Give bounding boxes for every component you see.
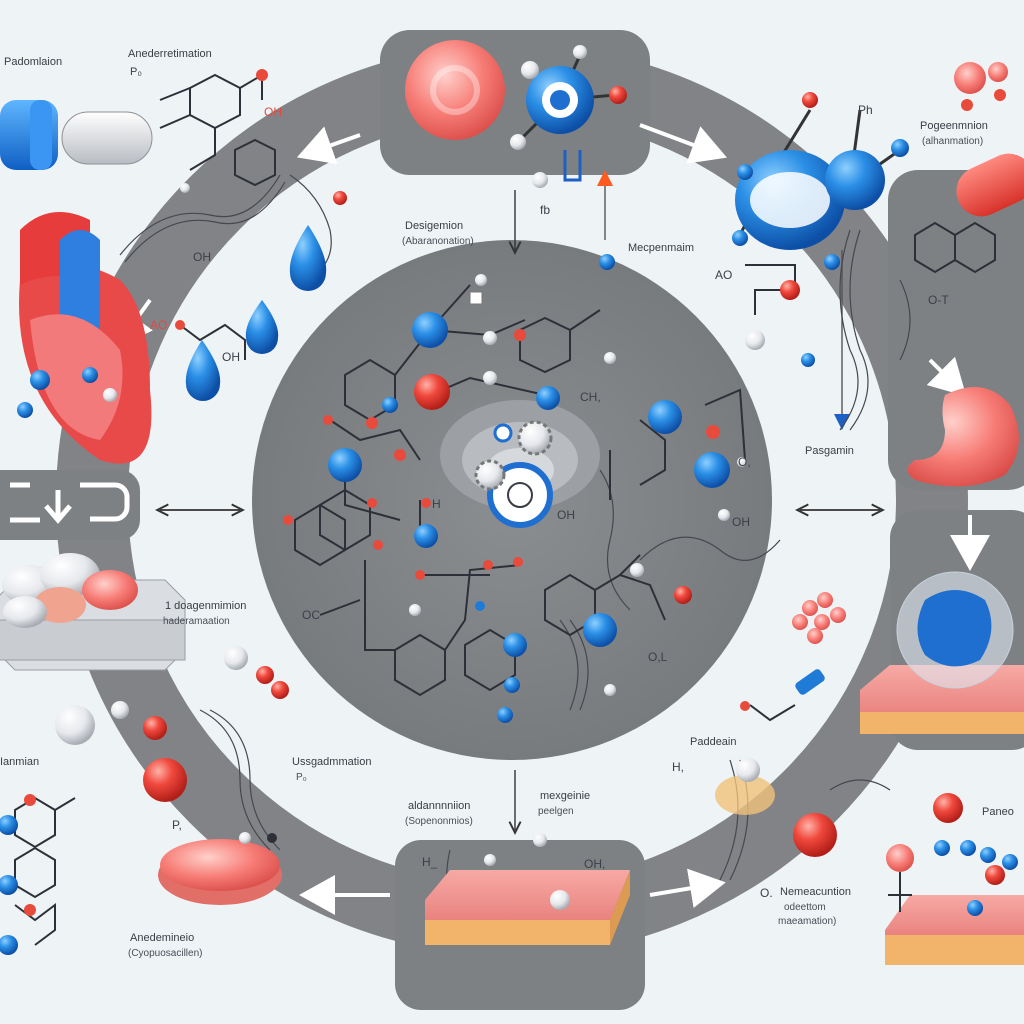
chem-oh-2: OH: [193, 250, 211, 264]
chem-p-lbl: P,: [172, 818, 182, 832]
white-capsule: [61, 111, 153, 165]
pink-tablet: [405, 40, 505, 140]
label-top-right: Pogeenmnion: [920, 120, 988, 132]
label-bottom-right-far: Paneo: [982, 806, 1014, 818]
label-bottom-left-mid: Ussgadmmation: [292, 756, 372, 768]
pill-plate: [0, 553, 186, 671]
left-loop-arrow: [10, 482, 130, 523]
central-atoms: [283, 254, 747, 723]
label-bottom-left-far: Ianmian: [0, 756, 40, 768]
label-bottom-center-left: aldannnniion: [408, 800, 471, 812]
chem-ao-1: AO: [150, 318, 168, 332]
label-top-left: Padomlaion: [4, 56, 63, 68]
heart-illustration: [17, 212, 152, 464]
chem-ot: O-T: [928, 293, 949, 307]
thin-arrows: [160, 190, 880, 830]
label-center-top-sub: (Abaranonation): [402, 236, 474, 247]
bottom-left-molecule: [14, 796, 76, 946]
red-capsule: [956, 153, 1024, 217]
label-bottom-center-right-sub: peelgen: [538, 806, 574, 817]
water-drop-3: [185, 340, 221, 401]
chem-o-1: O,: [738, 455, 751, 469]
label-bottom-right-top: Paddeain: [690, 736, 737, 748]
left-down-arrow: [44, 490, 72, 524]
chem-oh-5: OH,: [584, 857, 606, 871]
label-bottom-left-bottom-sub: (Cyopuosacillen): [128, 948, 203, 959]
top-left-molecule: [159, 73, 276, 187]
chem-h-1: H: [432, 497, 441, 511]
chem-oc: OC: [302, 608, 320, 622]
chem-h-3: H_: [422, 855, 438, 869]
label-bottom-right-mid-2: odeettom: [784, 902, 826, 913]
blue-vial: [740, 669, 825, 722]
label-left-mid-sub: haderamaation: [163, 616, 230, 627]
chem-h-2: H,: [672, 760, 684, 774]
label-bottom-left-bottom: Anedemineio: [130, 932, 195, 944]
central-gears: [440, 400, 600, 528]
chem-oh-3: OH: [222, 350, 240, 364]
label-bottom-center-left-sub: (Sopenonmios): [405, 816, 473, 827]
label-right-mid: Pasgamin: [805, 445, 854, 457]
chem-o-lbl: O.: [760, 886, 773, 900]
water-drop-2: [245, 300, 279, 354]
label-left-mid: 1 doagenmimion: [165, 600, 247, 612]
right-blue-molecule: [732, 92, 909, 367]
protein-sphere: [792, 571, 1024, 734]
chem-oh-6: O,L: [648, 650, 668, 664]
label-top-left-2: Anederretimation: [128, 48, 212, 60]
water-drop-1: [289, 225, 327, 291]
chem-ph: Ph: [858, 103, 873, 117]
bottom-right-tissue: [885, 793, 1024, 965]
label-center-top-right: Mecpenmaim: [628, 242, 695, 254]
tissue-block-bottom: [425, 833, 630, 945]
label-bottom-right-mid-3: maeamation): [778, 916, 837, 927]
chem-ao-2: AO: [715, 268, 733, 282]
label-bottom-left-mid-sub: P₀: [296, 772, 307, 783]
chem-fb: fb: [540, 203, 551, 217]
label-top-right-sub: (alhanmation): [922, 136, 984, 147]
red-organ: [907, 387, 1019, 487]
label-bottom-center-right: mexgeinie: [540, 790, 591, 802]
left-mid-molecule: [179, 323, 246, 360]
label-top-left-2b: P₀: [130, 66, 142, 78]
blue-gear-molecule: [510, 45, 627, 188]
label-bottom-right-mid: Nemeacuntion: [780, 886, 851, 898]
chem-oh-1: OH: [264, 105, 282, 119]
chem-oh-4: OH: [732, 515, 750, 529]
panel-left: [0, 470, 140, 540]
chem-ch-1: CH,: [580, 390, 601, 404]
label-center-top: Desigemion: [405, 220, 464, 232]
chem-ch-2: OH: [557, 508, 575, 522]
